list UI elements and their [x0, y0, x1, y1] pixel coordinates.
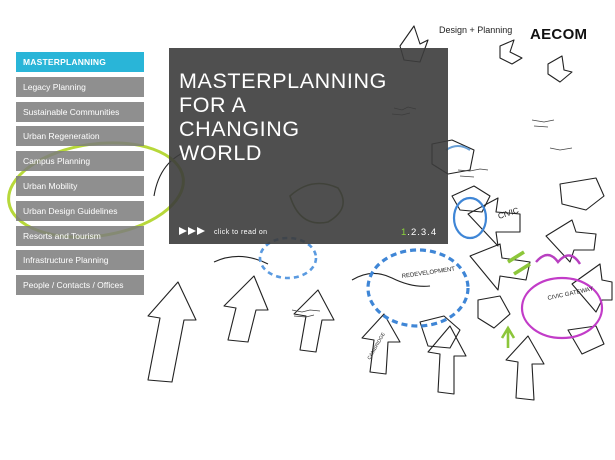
hero-title-line: CHANGING [179, 117, 300, 141]
aecom-logo[interactable]: AECOM [530, 26, 588, 43]
hero-title: MASTERPLANNING FOR A CHANGING WORLD [179, 69, 387, 165]
pager-separator: . [417, 227, 421, 238]
nav-item-masterplanning[interactable]: MASTERPLANNING [16, 52, 144, 72]
pager-separator: . [407, 227, 411, 238]
pager-separator: . [427, 227, 431, 238]
nav-item-sustainable-communities[interactable]: Sustainable Communities [16, 101, 144, 122]
nav-item-infrastructure-planning[interactable]: Infrastructure Planning [16, 250, 144, 271]
sketch-label-civic-gateway: CIVIC GATEWAY [547, 286, 594, 302]
sidebar-nav: MASTERPLANNING Legacy Planning Sustainab… [16, 52, 144, 300]
hero-title-line: WORLD [179, 141, 263, 165]
nav-item-urban-design-guidelines[interactable]: Urban Design Guidelines [16, 200, 144, 221]
pager-page-3[interactable]: 3 [420, 227, 428, 238]
nav-item-urban-regeneration[interactable]: Urban Regeneration [16, 126, 144, 147]
play-arrows-icon[interactable] [179, 227, 205, 235]
hero-panel: MASTERPLANNING FOR A CHANGING WORLD clic… [169, 48, 448, 244]
nav-item-campus-planning[interactable]: Campus Planning [16, 151, 144, 172]
nav-item-people-contacts-offices[interactable]: People / Contacts / Offices [16, 275, 144, 296]
hero-title-line: FOR A [179, 93, 247, 117]
nav-item-resorts-and-tourism[interactable]: Resorts and Tourism [16, 225, 144, 246]
nav-item-legacy-planning[interactable]: Legacy Planning [16, 76, 144, 97]
brand-tagline: Design + Planning [439, 25, 513, 35]
pager-page-2[interactable]: 2 [410, 227, 418, 238]
sketch-label-civic: CIVIC [497, 206, 520, 221]
sketch-label-redevelopment: REDEVELOPMENT [401, 267, 455, 280]
nav-item-urban-mobility[interactable]: Urban Mobility [16, 175, 144, 196]
pager-page-4[interactable]: 4 [430, 227, 438, 238]
sketch-label-cambridge: CAMBRIDGE [367, 331, 388, 361]
slide-pager: 1.2.3.4 [401, 227, 437, 238]
read-on-link[interactable]: click to read on [214, 229, 268, 236]
pager-page-1[interactable]: 1 [401, 227, 408, 238]
hero-title-line: MASTERPLANNING [179, 69, 387, 93]
